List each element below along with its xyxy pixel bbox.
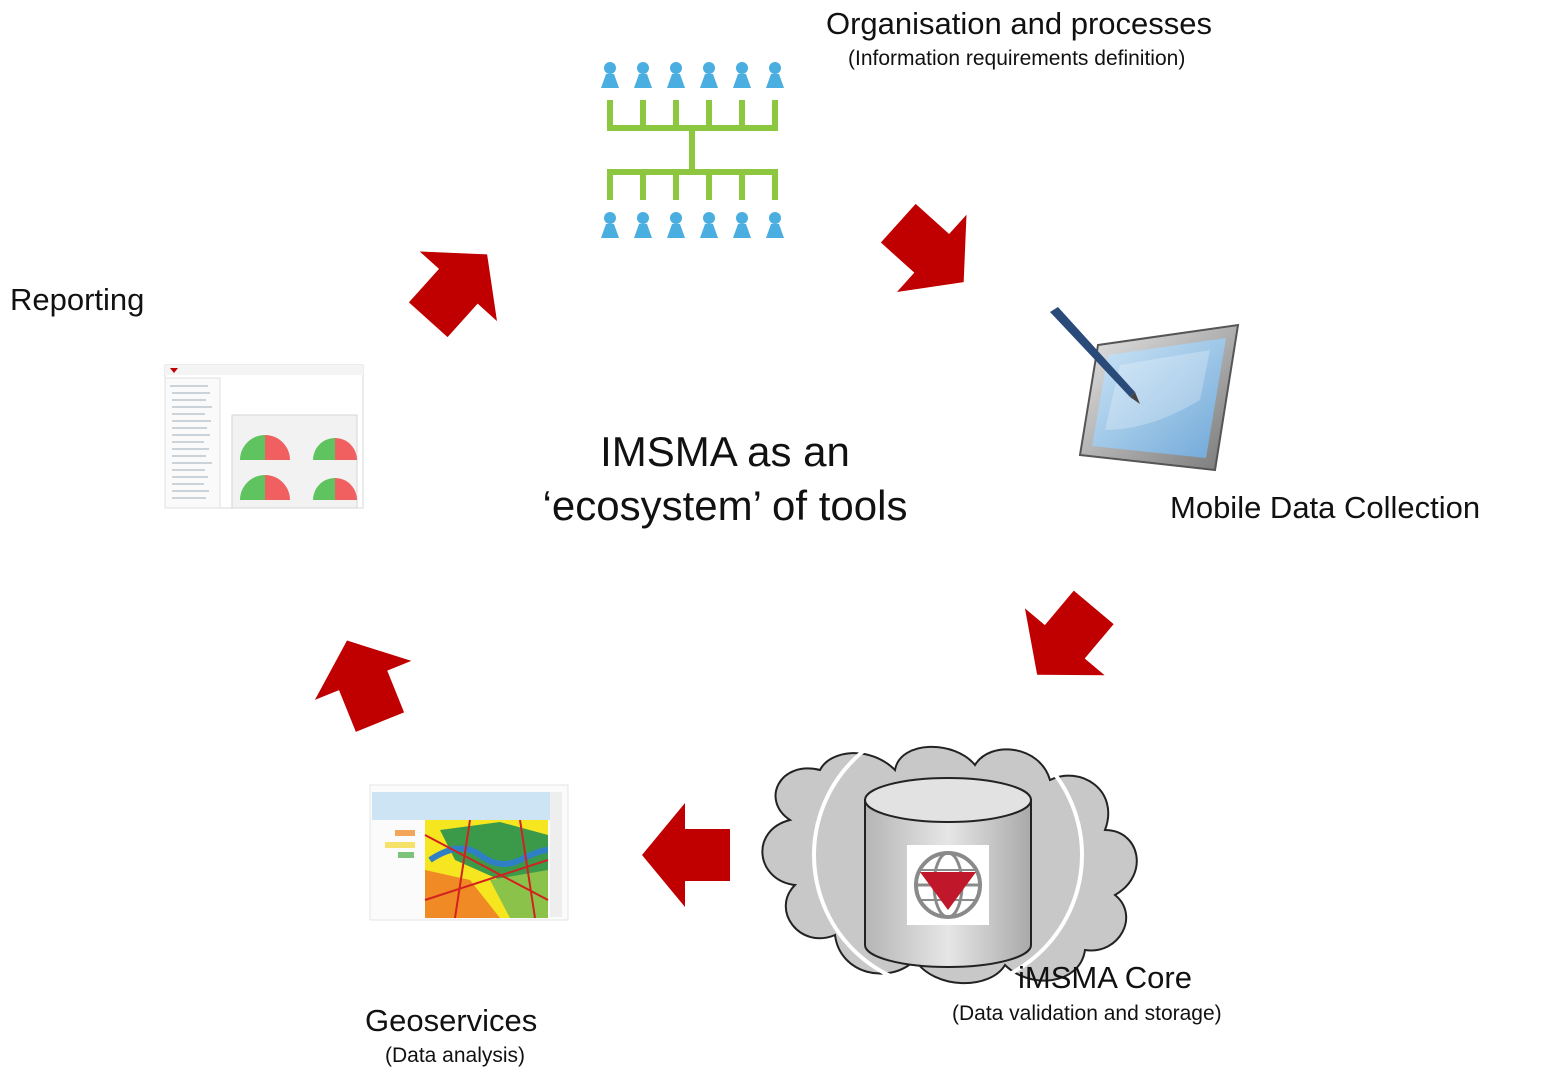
arrow-core-to-geoservices: [642, 803, 730, 907]
organisation-title: Organisation and processes: [826, 6, 1213, 41]
arrow-geoservices-to-reporting: [298, 621, 429, 742]
geoservices-title: Geoservices: [365, 1003, 538, 1038]
core-title: iMSMA Core: [1018, 960, 1192, 995]
organisation-subtitle: (Information requirements definition): [848, 47, 1186, 70]
tablet-stylus-icon: [1050, 307, 1240, 472]
center-title-line2: ‘ecosystem’ of tools: [542, 482, 908, 529]
geoservices-map-screenshot: [369, 784, 569, 921]
arrow-reporting-to-organisation: [389, 219, 526, 355]
tree-connector-icon: [607, 100, 778, 200]
arrow-organisation-to-mobile: [863, 184, 999, 321]
center-title: IMSMA as an ‘ecosystem’ of tools: [500, 425, 950, 533]
mobile-title: Mobile Data Collection: [1170, 490, 1481, 525]
center-title-line1: IMSMA as an: [600, 428, 850, 475]
arrow-mobile-to-core: [997, 573, 1134, 709]
reporting-title: Reporting: [10, 282, 145, 317]
imsma-logo-icon: [907, 845, 989, 925]
geoservices-subtitle: (Data analysis): [385, 1044, 526, 1067]
people-top-row-icon: [601, 62, 784, 88]
database-cylinder-icon: [864, 777, 1032, 968]
reporting-dashboard-screenshot: [164, 364, 364, 509]
people-bottom-row-icon: [601, 212, 784, 238]
organisation-hierarchy-icon: [601, 62, 784, 238]
core-subtitle: (Data validation and storage): [952, 1002, 1222, 1025]
